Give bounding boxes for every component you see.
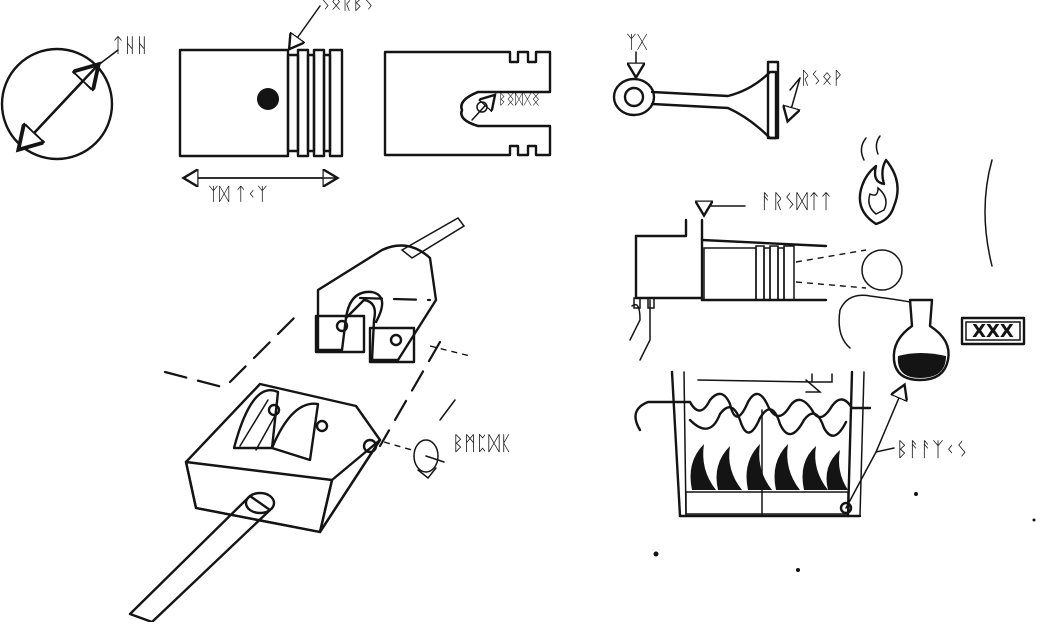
xxx-box: XXX — [960, 316, 1026, 346]
rotate-arrow-icon: ᛒᛗᛈᛞᛕ — [413, 431, 512, 480]
piston-side-view: ᛊᛟᚱᛒᛊ ᛉᛞ ᛏᚲᛉ — [178, 0, 374, 205]
cylinder-label: ᚨᚱᛊᛞᛏᛏ — [760, 189, 832, 213]
rod-top-label: ᛉᚷ — [626, 32, 648, 53]
piston-cross-section: ᛏᚺᚺ — [0, 33, 148, 161]
diameter-label: ᛏᚺᚺ — [112, 33, 148, 57]
xxx-label: XXX — [972, 321, 1014, 342]
pin-section-label: ᛒᛝᛞᚷᛝ — [498, 92, 540, 108]
ring-label: ᛊᛟᚱᛒᛊ — [320, 0, 374, 14]
rotate-label: ᛒᛗᛈᛞᛕ — [452, 431, 512, 455]
length-label: ᛉᛞ ᛏᚲᛉ — [208, 184, 268, 205]
flask-icon — [838, 294, 950, 382]
rod-big-end-label: ᚱᛊᛟᚹ — [800, 68, 843, 89]
heating-vessel: ᛒᚨᚨᛉᚲᛊ — [634, 370, 968, 518]
connecting-rod: ᛉᚷ ᚱᛊᛟᚹ — [612, 32, 843, 140]
clevis-block — [128, 382, 382, 624]
fire-flames — [690, 444, 848, 490]
piston-section-view: ᛒᛝᛞᚷᛝ — [383, 50, 552, 157]
vessel-label: ᛒᚨᚨᛉᚲᛊ — [896, 437, 968, 461]
assembly-guides — [163, 296, 471, 451]
stray-marks — [653, 159, 1036, 572]
cylinder-assembly: ᚨᚱᛊᛞᛏᛏ — [629, 189, 903, 361]
fork-yoke — [314, 217, 466, 364]
flame-icon — [858, 135, 899, 226]
